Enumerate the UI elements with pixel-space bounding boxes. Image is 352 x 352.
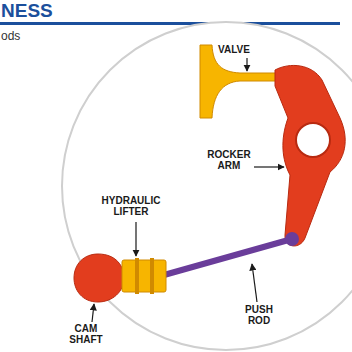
part-label: ROCKER ARM bbox=[206, 150, 252, 171]
leader-line bbox=[252, 264, 257, 302]
part-label: VALVE bbox=[209, 45, 259, 56]
leader-line bbox=[246, 58, 247, 71]
leader-line bbox=[254, 166, 284, 167]
leader-line bbox=[92, 304, 94, 322]
hydraulic-lifter bbox=[122, 260, 166, 292]
rocker-arm bbox=[275, 65, 345, 246]
part-label: CAM SHAFT bbox=[66, 324, 106, 345]
push-rod bbox=[164, 239, 292, 275]
rocker-pivot bbox=[296, 123, 330, 157]
page-title: NESS bbox=[1, 0, 53, 22]
frame-circle bbox=[62, 22, 352, 350]
leader-line bbox=[135, 222, 136, 256]
lifter-groove bbox=[135, 258, 139, 294]
push-rod-ball bbox=[285, 232, 299, 246]
part-label: PUSH ROD bbox=[239, 305, 279, 326]
part-label: HYDRAULIC LIFTER bbox=[99, 196, 163, 217]
lifter-groove bbox=[150, 258, 154, 294]
valve bbox=[200, 45, 282, 118]
title-rule bbox=[0, 22, 340, 25]
cam-shaft bbox=[74, 254, 124, 302]
header-text: ods bbox=[1, 30, 41, 43]
